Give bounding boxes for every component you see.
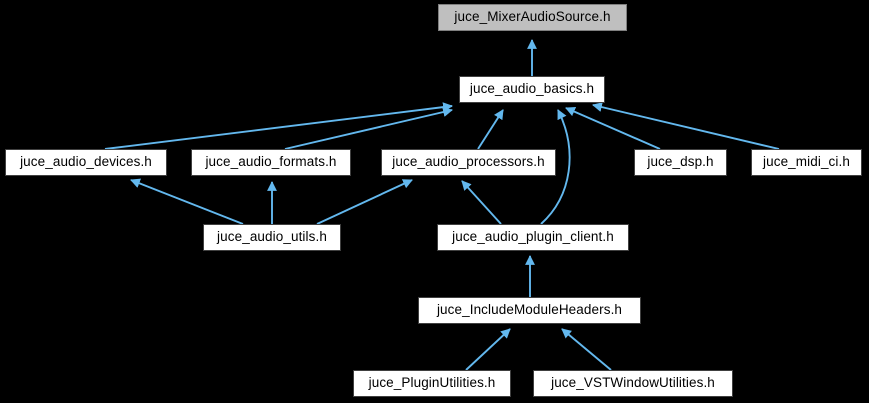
edge-devices-to-basics — [104, 102, 453, 150]
node-formats[interactable]: juce_audio_formats.h — [191, 149, 351, 176]
edge-utils-to-processors — [316, 179, 413, 225]
node-vstwindow[interactable]: juce_VSTWindowUtilities.h — [533, 370, 733, 397]
edge-dsp-to-basics — [565, 107, 661, 150]
node-label: juce_midi_ci.h — [763, 154, 850, 170]
edge-pluginclient-to-basics — [540, 109, 571, 225]
node-label: juce_dsp.h — [647, 154, 714, 170]
node-label: juce_audio_plugin_client.h — [452, 229, 614, 245]
node-label: juce_audio_processors.h — [392, 154, 545, 170]
node-includemod[interactable]: juce_IncludeModuleHeaders.h — [418, 297, 641, 324]
edge-utils-to-devices — [130, 178, 244, 225]
node-mixer[interactable]: juce_MixerAudioSource.h — [438, 4, 627, 31]
node-label: juce_audio_devices.h — [20, 154, 152, 170]
edge-vstwindow-to-includemod — [561, 328, 612, 371]
node-label: juce_audio_utils.h — [217, 229, 327, 245]
edge-processors-to-basics — [477, 109, 504, 150]
edge-midici-to-basics — [592, 102, 780, 150]
node-label: juce_PluginUtilities.h — [368, 375, 496, 391]
node-label: juce_MixerAudioSource.h — [454, 9, 611, 25]
node-midici[interactable]: juce_midi_ci.h — [751, 149, 862, 176]
node-label: juce_audio_basics.h — [469, 81, 595, 97]
node-pluginclient[interactable]: juce_audio_plugin_client.h — [437, 224, 629, 251]
edge-pluginclient-to-processors — [461, 180, 502, 225]
node-pluginutils[interactable]: juce_PluginUtilities.h — [353, 370, 511, 397]
node-processors[interactable]: juce_audio_processors.h — [381, 149, 556, 176]
edge-formats-to-basics — [284, 107, 453, 150]
node-label: juce_IncludeModuleHeaders.h — [436, 302, 623, 318]
edges — [104, 39, 780, 371]
node-basics[interactable]: juce_audio_basics.h — [459, 76, 605, 103]
node-utils[interactable]: juce_audio_utils.h — [203, 224, 341, 251]
node-label: juce_audio_formats.h — [205, 154, 337, 170]
node-label: juce_VSTWindowUtilities.h — [551, 375, 715, 391]
node-dsp[interactable]: juce_dsp.h — [634, 149, 727, 176]
node-devices[interactable]: juce_audio_devices.h — [5, 149, 167, 176]
edge-pluginutils-to-includemod — [465, 328, 511, 371]
